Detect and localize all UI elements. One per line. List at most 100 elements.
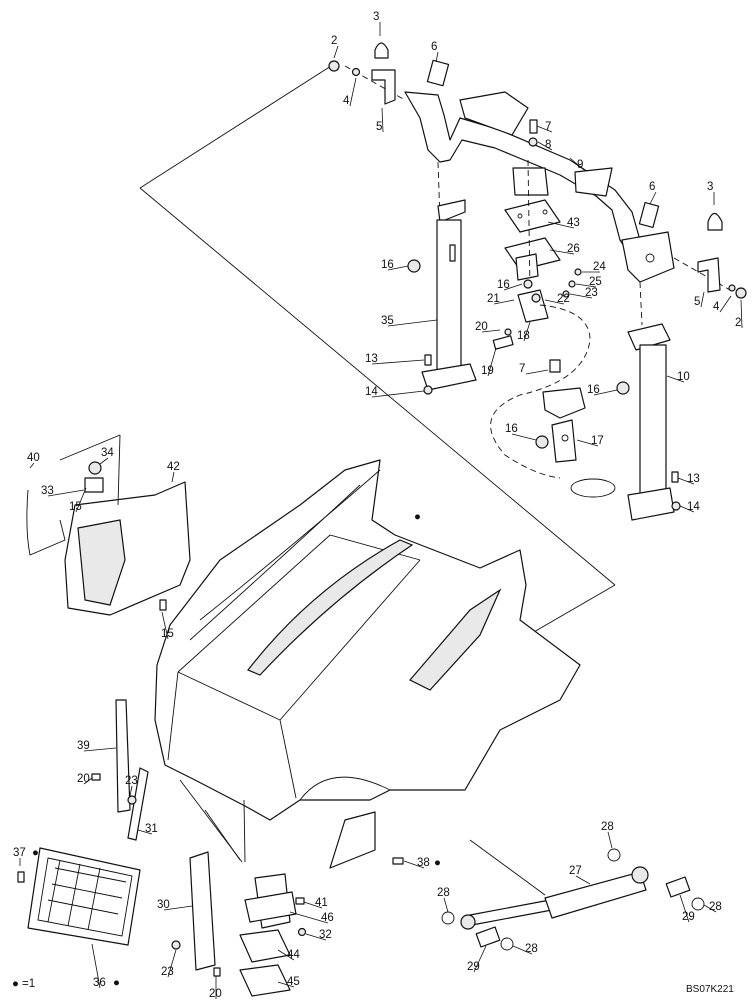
leader-line	[593, 389, 618, 396]
leader-line	[544, 299, 565, 305]
callout-24: 24	[593, 261, 606, 273]
leader-line	[333, 45, 339, 59]
leader-line	[129, 785, 133, 797]
assembly-outline	[139, 65, 616, 896]
leader-line	[575, 875, 591, 885]
callout-14: 14	[365, 386, 378, 398]
leader-line	[549, 249, 575, 255]
callout-7: 7	[519, 363, 525, 375]
leader-line	[137, 829, 153, 835]
leader-line	[289, 911, 329, 924]
leader-line	[536, 125, 553, 133]
leader-line	[91, 943, 101, 989]
mount-hardware-right	[638, 201, 747, 299]
callout-20: 20	[209, 988, 222, 1000]
callout-23: 23	[585, 287, 598, 299]
leader-line	[381, 107, 384, 133]
leader-line	[305, 933, 327, 941]
callout-6: 6	[431, 41, 437, 53]
leader-lines	[19, 22, 743, 999]
callout-28: 28	[525, 943, 538, 955]
fitment-marker: ●	[414, 511, 421, 523]
callout-7: 7	[545, 121, 551, 133]
brackets-39-31-30	[91, 699, 216, 971]
callout-5: 5	[376, 121, 382, 133]
leader-line	[371, 359, 425, 365]
callout-2: 2	[331, 35, 337, 47]
leader-line	[719, 295, 732, 313]
callout-28: 28	[709, 901, 722, 913]
latch-part-17	[535, 359, 616, 498]
callout-45: 45	[287, 976, 300, 988]
leader-line	[481, 329, 501, 333]
callout-32: 32	[319, 929, 332, 941]
legend-marker: ●	[12, 978, 19, 990]
callout-2: 2	[735, 317, 741, 329]
callout-38: 38	[417, 857, 430, 869]
leader-line	[569, 293, 593, 299]
callout-5: 5	[694, 296, 700, 308]
leader-line	[740, 299, 743, 329]
callout-21: 21	[487, 293, 500, 305]
callout-15: 15	[69, 501, 82, 513]
callout-25: 25	[589, 276, 602, 288]
leader-line	[523, 321, 531, 342]
leader-line	[677, 477, 695, 485]
leader-line	[277, 981, 295, 988]
leader-line	[607, 831, 613, 849]
callout-27: 27	[569, 865, 582, 877]
callout-3: 3	[707, 181, 713, 193]
callout-15: 15	[161, 628, 174, 640]
handle-frame-part-9	[344, 65, 731, 326]
legend-text: =1	[22, 978, 35, 990]
callout-28: 28	[601, 821, 614, 833]
callout-14: 14	[687, 501, 700, 513]
engine-hood	[154, 459, 581, 821]
leader-line	[163, 905, 193, 911]
leader-line	[443, 897, 449, 913]
callout-13: 13	[687, 473, 700, 485]
leader-line	[679, 505, 695, 513]
callout-40: 40	[27, 452, 40, 464]
leader-line	[29, 462, 35, 469]
post-part-10	[616, 323, 681, 521]
leader-line	[349, 77, 357, 107]
callout-41: 41	[315, 897, 328, 909]
bracket-plates-43-26	[504, 159, 561, 291]
callout-6: 6	[649, 181, 655, 193]
callout-4: 4	[343, 95, 350, 107]
callout-23: 23	[125, 775, 138, 787]
callout-16: 16	[587, 384, 600, 396]
leader-line	[493, 299, 515, 305]
callout-35: 35	[381, 315, 394, 327]
leader-line	[503, 283, 523, 291]
leader-line	[75, 487, 87, 513]
callout-29: 29	[467, 961, 480, 973]
callout-20: 20	[475, 321, 488, 333]
leader-line	[666, 375, 685, 383]
callout-42: 42	[167, 461, 180, 473]
callout-9: 9	[577, 159, 583, 171]
leader-line	[679, 894, 690, 923]
leader-line	[649, 191, 657, 205]
hinge-assembly	[213, 873, 307, 997]
callout-16: 16	[505, 423, 518, 435]
callout-43: 43	[567, 217, 580, 229]
access-panel	[329, 811, 404, 869]
drawing-reference-code: BS07K221	[686, 984, 734, 995]
callout-8: 8	[545, 139, 551, 151]
callout-46: 46	[321, 912, 334, 924]
callout-28: 28	[437, 887, 450, 899]
mount-hardware-left	[328, 42, 450, 105]
leader-line	[371, 390, 425, 398]
leader-line	[99, 457, 109, 465]
assembly-leads	[179, 779, 246, 863]
callout-18: 18	[517, 330, 530, 342]
leader-line	[403, 860, 425, 869]
leader-line	[576, 439, 599, 447]
leader-line	[47, 489, 85, 497]
callout-3: 3	[373, 11, 379, 23]
post-part-35	[407, 199, 477, 395]
leader-line	[511, 433, 537, 441]
